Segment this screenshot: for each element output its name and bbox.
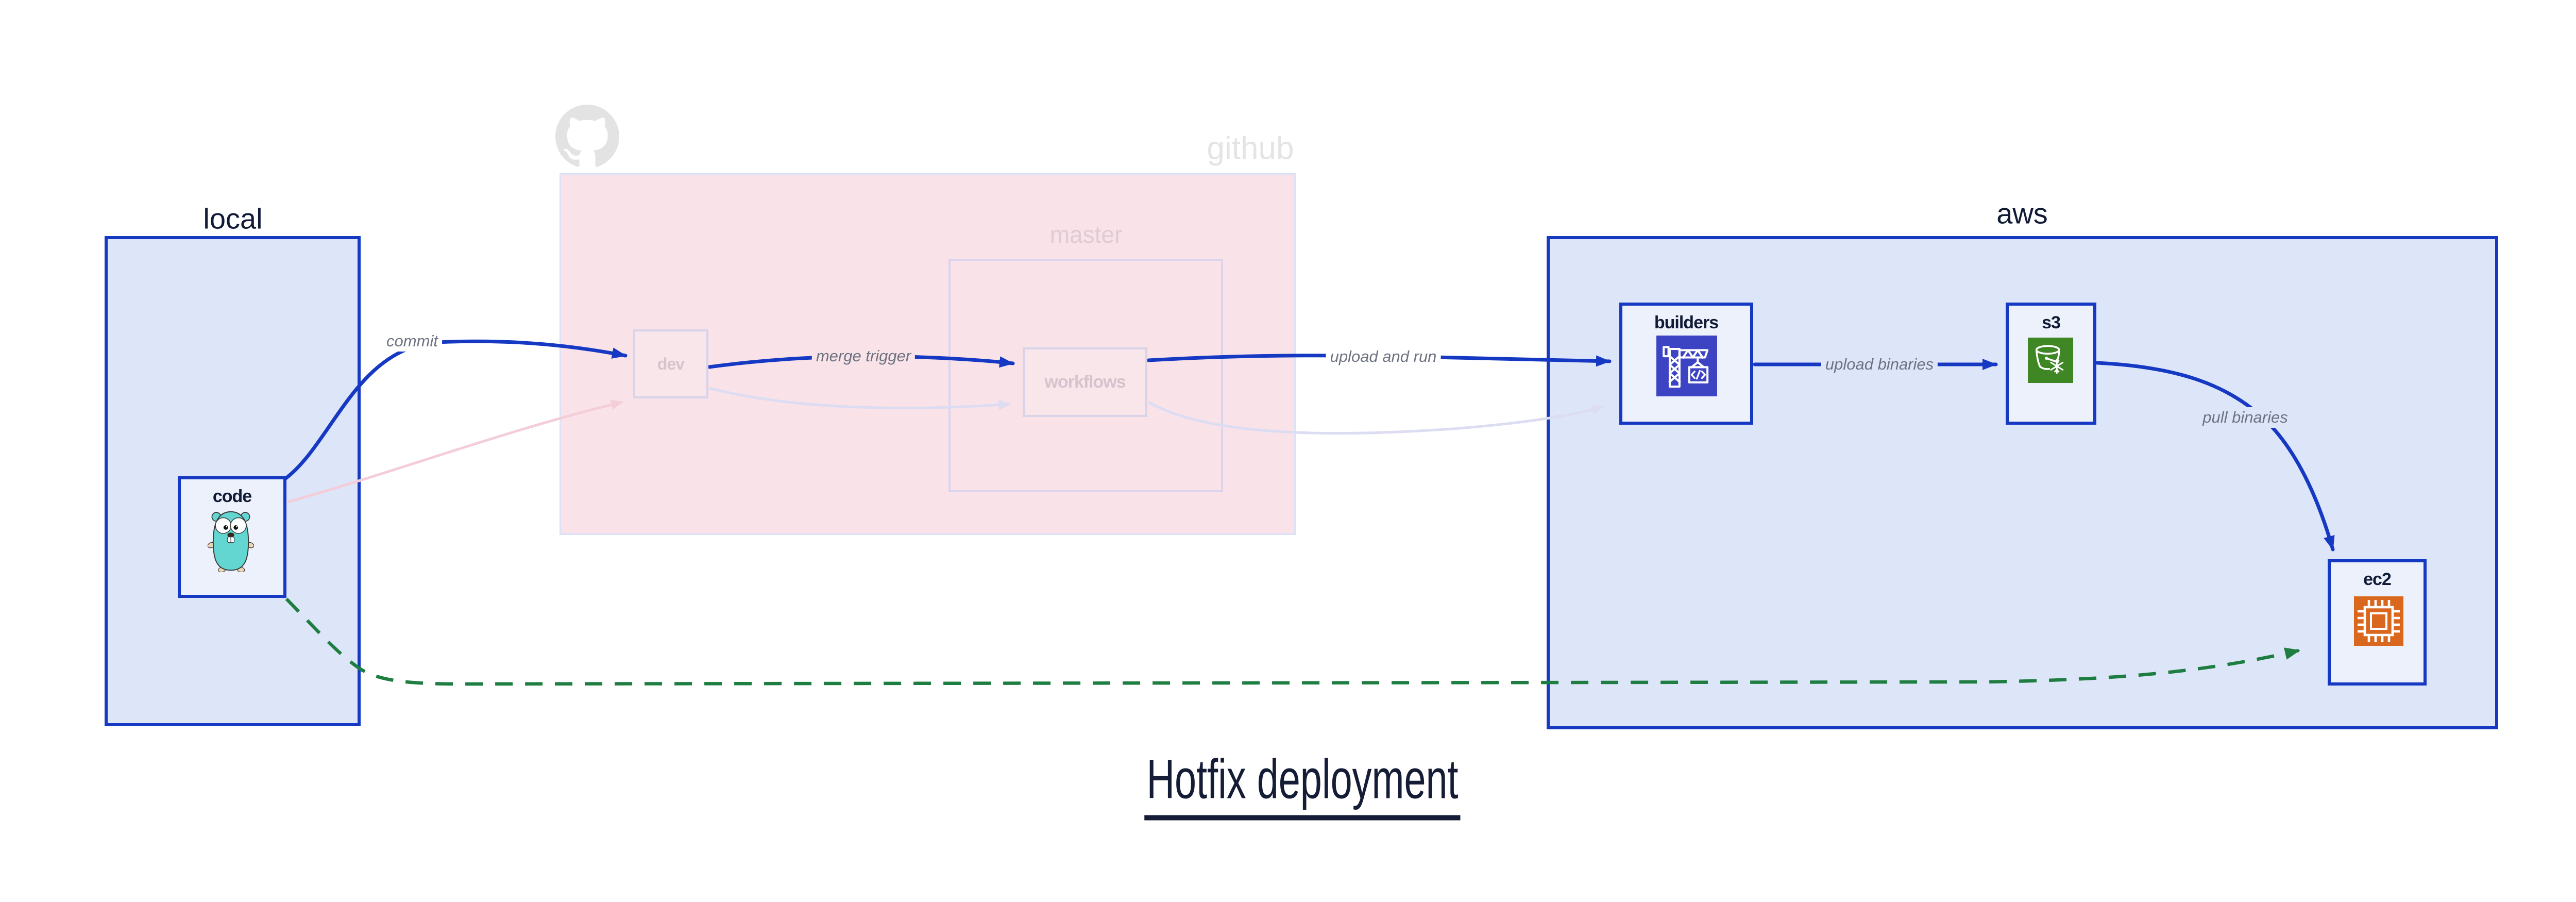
edge-faded-code-dev [287, 399, 623, 504]
node-workflows-label: workflows [1044, 372, 1126, 392]
edge-label-upload-and-run: upload and run [1326, 346, 1441, 367]
edge-label-upload-binaries: upload binaries [1821, 354, 1938, 375]
aws-region-label: aws [1996, 197, 2048, 230]
edge-label-pull-binaries: pull binaries [2198, 407, 2292, 428]
ec2-chip-icon [2354, 596, 2403, 646]
node-s3-label: s3 [2042, 313, 2061, 332]
s3-bucket-icon [2028, 338, 2073, 383]
edge-hotfix-code-ec2 [285, 597, 2300, 686]
node-builders-label: builders [1654, 313, 1719, 332]
node-code-label: code [212, 487, 252, 506]
node-ec2-label: ec2 [2363, 570, 2392, 589]
codebuild-crane-icon [1656, 336, 1717, 396]
edge-faded-workflows-builders [1147, 400, 1604, 435]
diagram-title: Hotfix deployment [1144, 747, 1461, 821]
node-workflows: workflows [1023, 347, 1147, 417]
github-octocat-icon [555, 105, 619, 167]
node-ec2: ec2 [2328, 559, 2427, 686]
go-gopher-icon [208, 511, 254, 572]
master-subregion [948, 259, 1223, 492]
edge-label-merge-trigger: merge trigger [811, 346, 916, 366]
node-dev-label: dev [657, 354, 685, 373]
local-region-label: local [203, 202, 263, 235]
edge-label-commit: commit [382, 331, 442, 352]
node-s3: s3 [2006, 303, 2096, 425]
node-builders: builders [1619, 303, 1753, 425]
node-dev: dev [633, 329, 708, 398]
github-region-label: github [1207, 130, 1294, 166]
node-code: code [178, 476, 286, 598]
master-subregion-label: master [1049, 221, 1123, 248]
edge-faded-dev-workflows [709, 387, 1011, 410]
